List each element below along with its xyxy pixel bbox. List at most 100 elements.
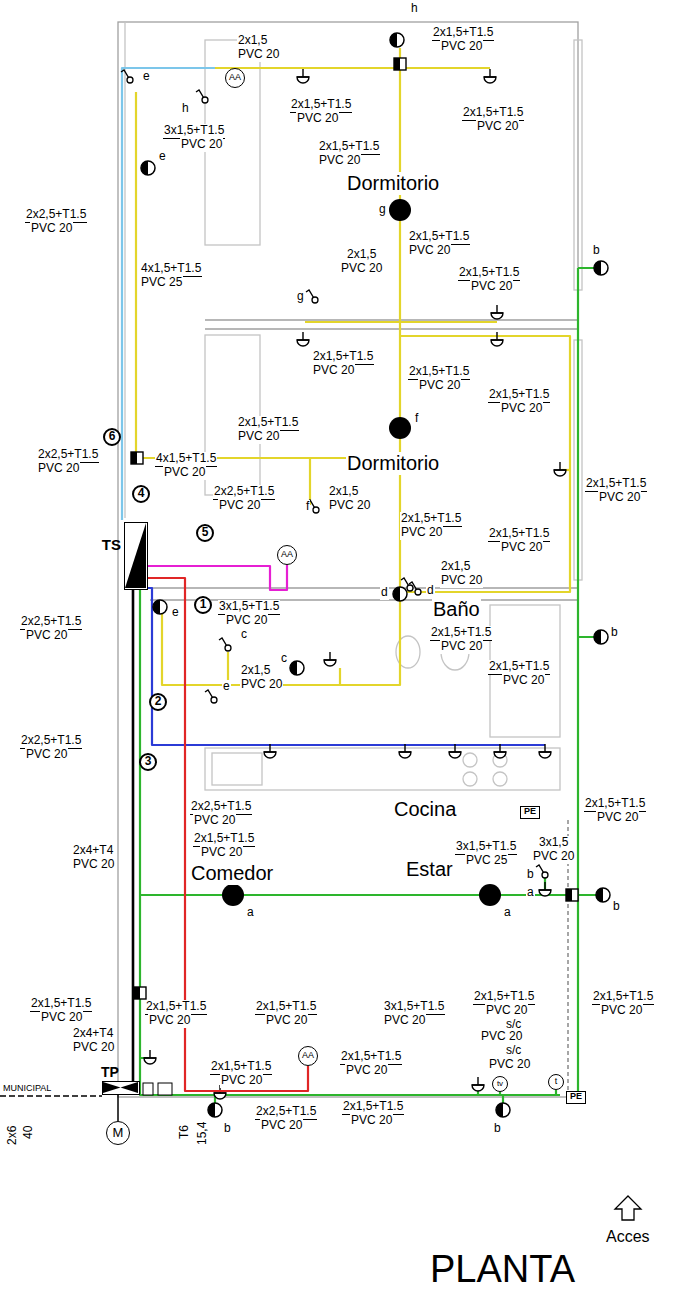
junction-box xyxy=(394,58,406,70)
wall-light xyxy=(496,1103,510,1117)
callout-number: 5 xyxy=(196,524,214,542)
cable-label: PVC 20 xyxy=(485,1004,528,1018)
wall-light xyxy=(594,261,608,275)
cable-label: 3x1,5+T1.5 xyxy=(383,1000,445,1015)
wire xyxy=(340,600,400,685)
ground-box: PE xyxy=(566,1091,586,1104)
outlet-symbol xyxy=(494,752,506,758)
cable-label: 2x1,5+T1.5 xyxy=(255,1000,317,1015)
symbols xyxy=(121,33,610,1117)
cable-label: 2x1,5+T1.5 xyxy=(340,1050,402,1065)
outer-wall xyxy=(118,22,578,1097)
wall-light xyxy=(141,161,155,175)
junction-box-fill xyxy=(131,452,137,464)
outlet-stem xyxy=(484,69,496,77)
wire xyxy=(478,1088,556,1095)
outlet-tag-circle: AA xyxy=(298,1046,318,1066)
cable-label: PVC 20 xyxy=(193,814,236,828)
cable-label: 2x1,5+T1.5 xyxy=(432,26,494,41)
cable-label: 3x1,5+T1.5 xyxy=(218,600,280,615)
symbol-letter: e xyxy=(158,150,167,164)
symbol-letter: c xyxy=(280,652,288,666)
kitchen-circuit xyxy=(148,588,545,745)
ground-box: PE xyxy=(520,806,540,819)
outlet-stem xyxy=(491,305,503,313)
supply-line xyxy=(132,590,135,1081)
room-name: Acces xyxy=(605,1228,651,1246)
cable-label: PVC 20 xyxy=(440,40,483,54)
cable-label: 2x1,5+T1.5 xyxy=(488,388,550,403)
cable-label: PVC 20 xyxy=(500,402,543,416)
cable-label: 4x1,5+T1.5 xyxy=(140,262,202,277)
cable-label: 4x1,5+T1.5 xyxy=(155,452,217,467)
cable-label: PVC 20 xyxy=(72,1041,115,1055)
outlet-symbol xyxy=(144,1058,156,1064)
cable-label: 2x1,5+T1.5 xyxy=(30,997,92,1012)
cable-label: 3x1,5+T1.5 xyxy=(455,840,517,855)
symbol-text: AA xyxy=(229,73,241,83)
symbol-letter: g xyxy=(378,203,387,217)
cable-label: 2x4+T4 xyxy=(72,844,114,859)
cable-label: s/c xyxy=(505,1044,522,1059)
burner xyxy=(493,753,507,767)
wire xyxy=(577,268,579,1095)
panel-fill xyxy=(103,1082,121,1093)
cable-label: MUNICIPAL xyxy=(2,1083,52,1093)
cable-label: PVC 20 xyxy=(440,640,483,654)
switch-symbol xyxy=(542,872,548,878)
switch-symbol xyxy=(225,645,231,651)
wire xyxy=(135,92,137,456)
inner-wall-line xyxy=(124,22,125,518)
wire xyxy=(215,67,490,69)
room-name: Cocina xyxy=(393,798,457,821)
cable-label: 2x1,5+T1.5 xyxy=(408,230,470,245)
ceiling-light xyxy=(389,417,411,439)
cable-label: 2x1,5+T1.5 xyxy=(400,512,462,527)
phone-outlet: t xyxy=(548,1074,564,1090)
outlet-symbol xyxy=(491,313,503,319)
panel-fill xyxy=(125,523,146,588)
wall-light xyxy=(390,33,404,47)
lighting-circuit xyxy=(136,48,570,685)
callout-number: 6 xyxy=(103,428,121,446)
cable-label: 3x1,5 xyxy=(538,836,569,851)
outlet-stem xyxy=(399,744,411,752)
cable-label: 3x1,5+T1.5 xyxy=(163,124,225,139)
outlet-symbol xyxy=(324,660,336,666)
cable-label: PVC 20 xyxy=(37,462,80,476)
cable-label: 2x1,5+T1.5 xyxy=(312,350,374,365)
symbol-text: PE xyxy=(524,807,536,817)
cable-label: PVC 20 xyxy=(180,138,223,152)
callout-text: 3 xyxy=(145,755,152,768)
outlet-stem xyxy=(554,462,566,470)
symbol-letter: d xyxy=(426,584,435,598)
symbol-letter: e xyxy=(171,606,180,620)
panel-fill xyxy=(121,1082,139,1093)
cable-label: PVC 20 xyxy=(470,280,513,294)
outlet-symbol xyxy=(472,1085,484,1091)
junction-box xyxy=(566,889,578,901)
cable-label: PVC 20 xyxy=(345,1064,388,1078)
symbol-letter: b xyxy=(526,868,535,882)
cable-label: PVC 20 xyxy=(220,1074,263,1088)
outlet-stem xyxy=(539,882,551,890)
outlet-stem xyxy=(491,332,503,340)
burner xyxy=(463,772,477,786)
cable-label: PVC 20 xyxy=(265,1014,308,1028)
cable-label: 2x1,5+T1.5 xyxy=(430,626,492,641)
cable-label: 2x2,5+T1.5 xyxy=(37,448,99,463)
breaker xyxy=(158,1083,172,1095)
closet xyxy=(205,335,260,495)
symbol-letter: f xyxy=(414,412,419,426)
panel-tp: TP xyxy=(102,1081,140,1095)
panel-symbol xyxy=(125,523,146,588)
symbol-letter: f xyxy=(305,500,310,514)
outlet-symbol xyxy=(539,890,551,896)
bath-wall xyxy=(150,588,578,600)
wire xyxy=(140,590,560,1095)
callout-text: 4 xyxy=(138,487,145,500)
room-name: Comedor xyxy=(190,862,274,885)
wall-light-fill xyxy=(390,33,397,47)
symbol-letter: g xyxy=(296,290,305,304)
plan-title: PLANTA xyxy=(430,1250,575,1288)
